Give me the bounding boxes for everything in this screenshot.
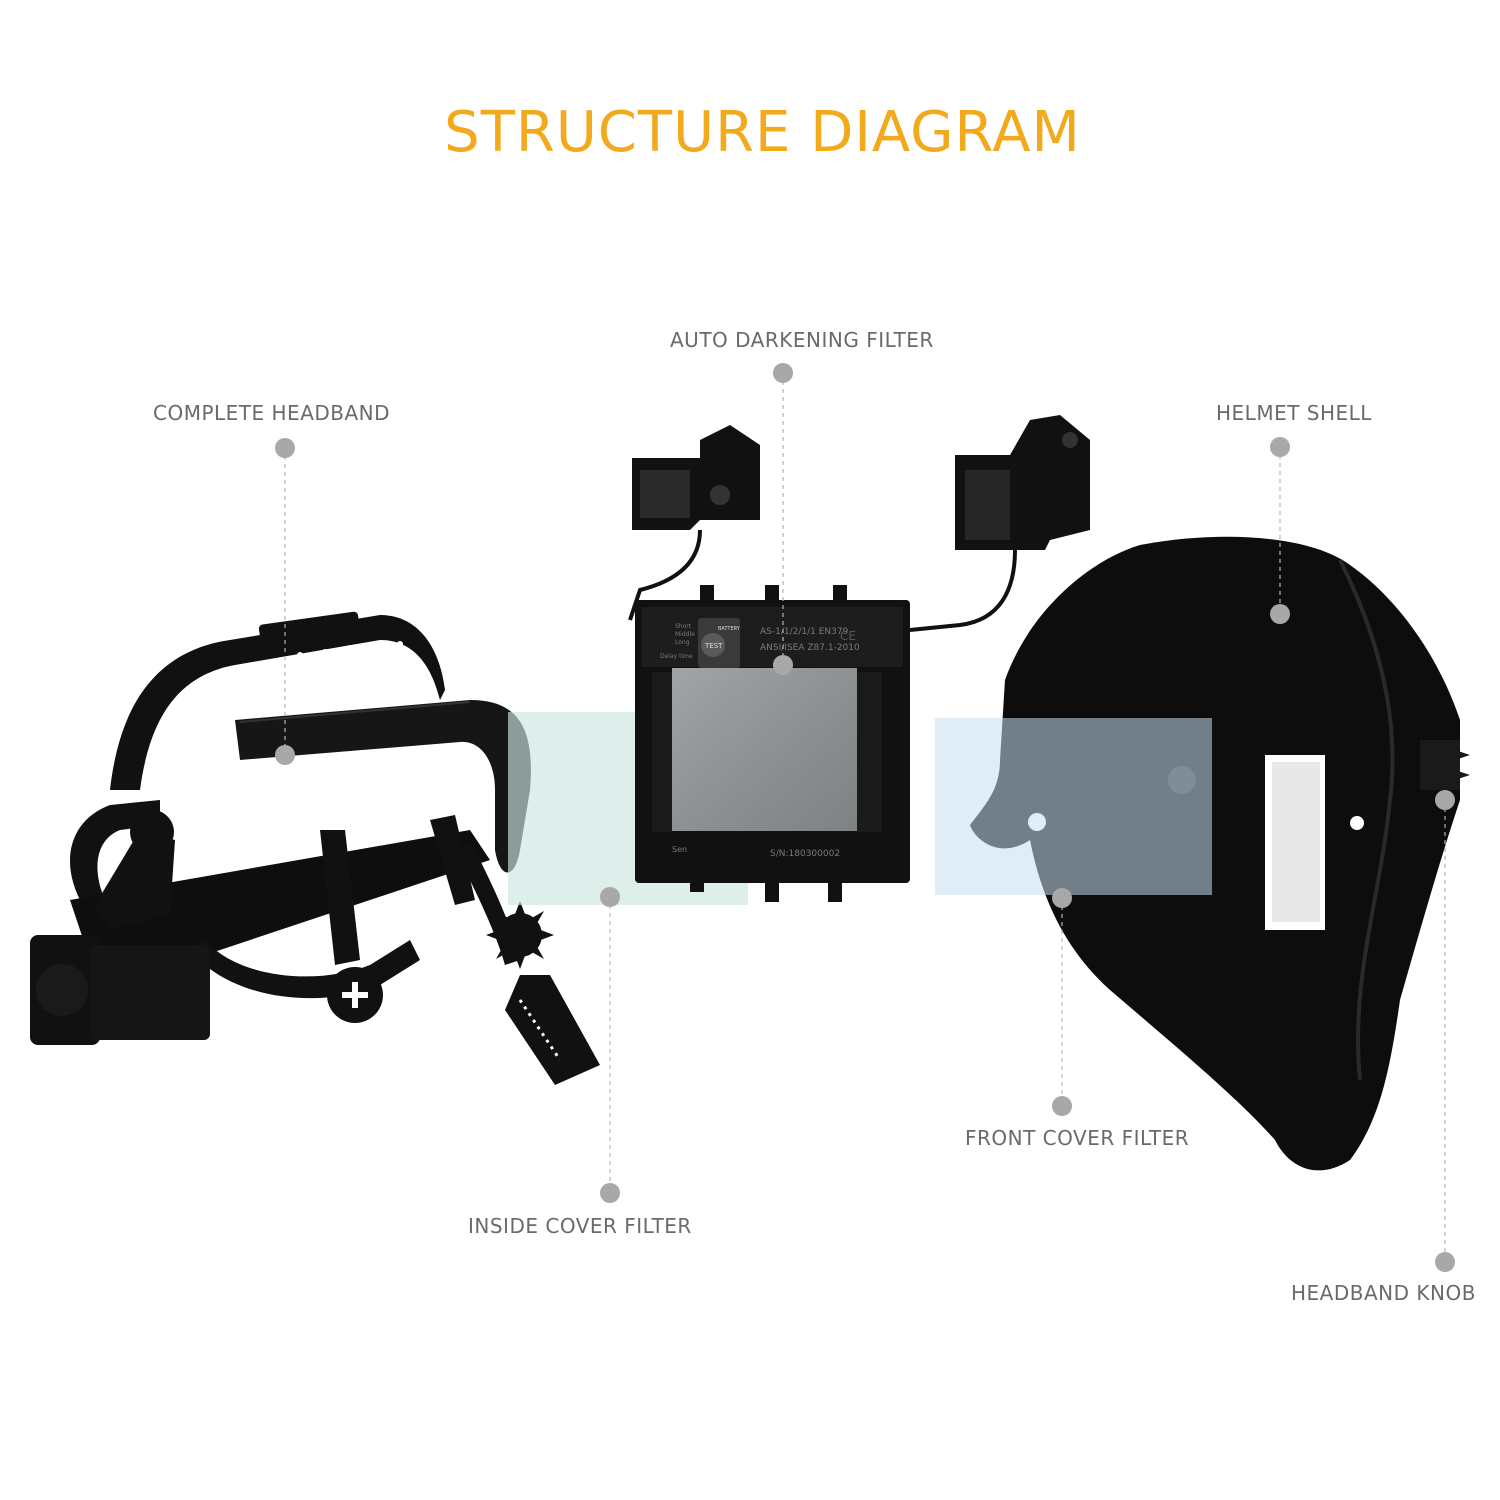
filter-delay-label: Delay time [660, 653, 693, 660]
filter-standards-1: AS-1/1/2/1/1 EN379 [760, 627, 849, 637]
label-auto-darkening-filter: AUTO DARKENING FILTER [670, 328, 934, 352]
label-inside-cover-filter: INSIDE COVER FILTER [468, 1214, 692, 1238]
diagram-title: STRUCTURE DIAGRAM [444, 100, 1081, 165]
front-cover-filter [935, 718, 1212, 895]
filter-test-label: TEST [704, 642, 723, 650]
callout-leaders [275, 363, 1455, 1272]
filter-serial: S/N:180300002 [770, 849, 840, 859]
helmet-shell [970, 536, 1470, 1171]
complete-headband [30, 611, 600, 1085]
filter-long-label: Long [675, 639, 690, 646]
label-helmet-shell: HELMET SHELL [1216, 401, 1372, 425]
filter-middle-label: Middle [675, 631, 695, 638]
label-front-cover-filter: FRONT COVER FILTER [965, 1126, 1190, 1150]
ce-mark-icon: CE [840, 629, 856, 643]
label-complete-headband: COMPLETE HEADBAND [153, 401, 391, 425]
label-headband-knob: HEADBAND KNOB [1291, 1281, 1476, 1305]
auto-darkening-filter: Short Middle Long Delay time BATTERY TES… [628, 415, 1090, 902]
filter-standards-2: ANSI/ISEA Z87.1-2010 [760, 643, 860, 653]
filter-sen-label: Sen [672, 845, 687, 854]
filter-short-label: Short [675, 623, 692, 630]
filter-battery-label: BATTERY [718, 626, 741, 632]
